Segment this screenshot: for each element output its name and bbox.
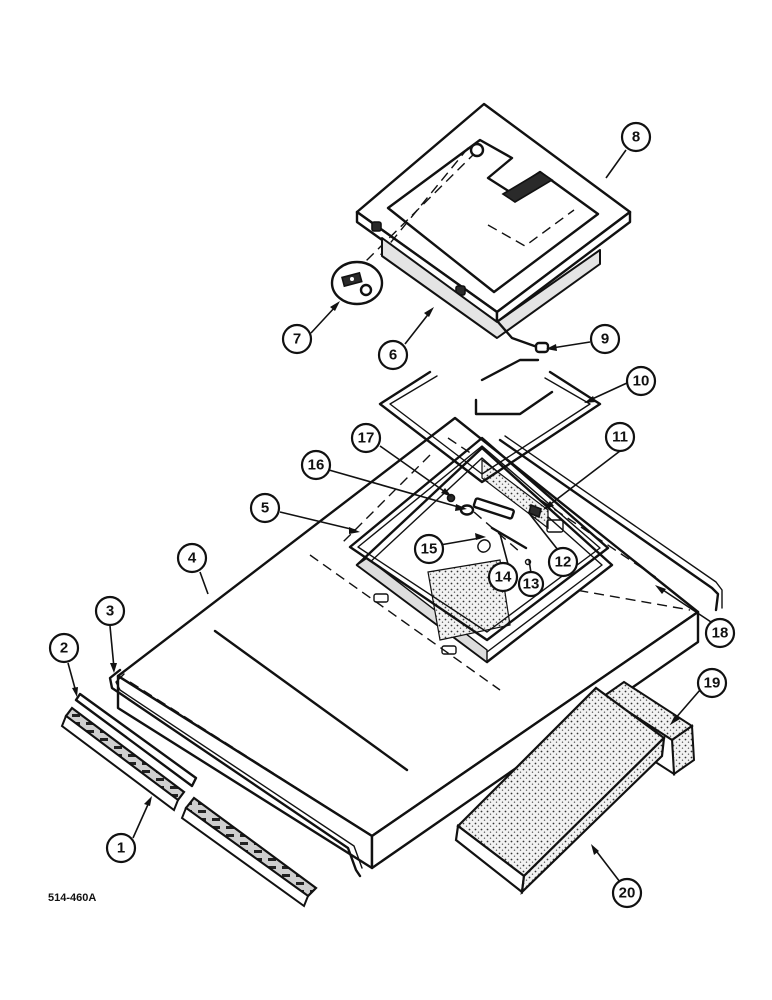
callout-6-label: 6 xyxy=(389,347,397,364)
callout-5-label: 5 xyxy=(261,500,269,517)
callout-3-label: 3 xyxy=(106,603,114,620)
callout-14-label: 14 xyxy=(495,569,512,586)
callout-11: 11 xyxy=(604,421,636,453)
callout-9-label: 9 xyxy=(601,331,609,348)
drawing-code: 514-460A xyxy=(48,892,96,904)
callout-17: 17 xyxy=(350,422,382,454)
callout-2: 2 xyxy=(48,632,80,664)
latch-detail xyxy=(330,260,384,306)
callout-6: 6 xyxy=(377,339,409,371)
callout-15: 15 xyxy=(413,533,445,565)
callout-1: 1 xyxy=(105,832,137,864)
rod xyxy=(498,435,723,612)
callout-18: 18 xyxy=(704,617,736,649)
callout-2-label: 2 xyxy=(60,640,68,657)
callout-16: 16 xyxy=(300,449,332,481)
callout-18-label: 18 xyxy=(712,625,729,642)
leader-lines xyxy=(67,149,712,883)
roof-opening-frame xyxy=(355,446,614,664)
callout-12: 12 xyxy=(547,546,579,578)
callout-7: 7 xyxy=(281,323,313,355)
callout-9: 9 xyxy=(589,323,621,355)
callout-15-label: 15 xyxy=(421,541,438,558)
callout-16-label: 16 xyxy=(308,457,325,474)
latch-handle xyxy=(496,320,550,354)
callout-8: 8 xyxy=(620,121,652,153)
hardware-parts xyxy=(446,493,542,566)
foam-cushion xyxy=(454,686,666,895)
callout-11-label: 11 xyxy=(612,429,628,446)
hatch-lid xyxy=(355,102,632,324)
callout-20: 20 xyxy=(611,877,643,909)
callout-7-label: 7 xyxy=(293,331,301,348)
callout-10: 10 xyxy=(625,365,657,397)
callout-3: 3 xyxy=(94,595,126,627)
callout-1-label: 1 xyxy=(117,840,125,857)
callout-12-label: 12 xyxy=(555,554,572,571)
callout-13-label: 13 xyxy=(523,576,540,593)
callout-19: 19 xyxy=(696,667,728,699)
callout-19-label: 19 xyxy=(704,675,721,692)
callout-10-label: 10 xyxy=(633,373,650,390)
callout-14: 14 xyxy=(487,561,519,593)
callout-8-label: 8 xyxy=(632,129,640,146)
light-grilles xyxy=(60,706,318,908)
callout-5: 5 xyxy=(249,492,281,524)
callout-17-label: 17 xyxy=(358,430,375,447)
lens-strip xyxy=(74,692,198,788)
callout-4: 4 xyxy=(176,542,208,574)
trim-strip xyxy=(108,668,363,878)
seal-ring xyxy=(348,436,610,642)
gasket xyxy=(378,358,602,484)
callout-13: 13 xyxy=(517,570,545,598)
callout-20-label: 20 xyxy=(619,885,636,902)
callout-4-label: 4 xyxy=(188,550,197,567)
